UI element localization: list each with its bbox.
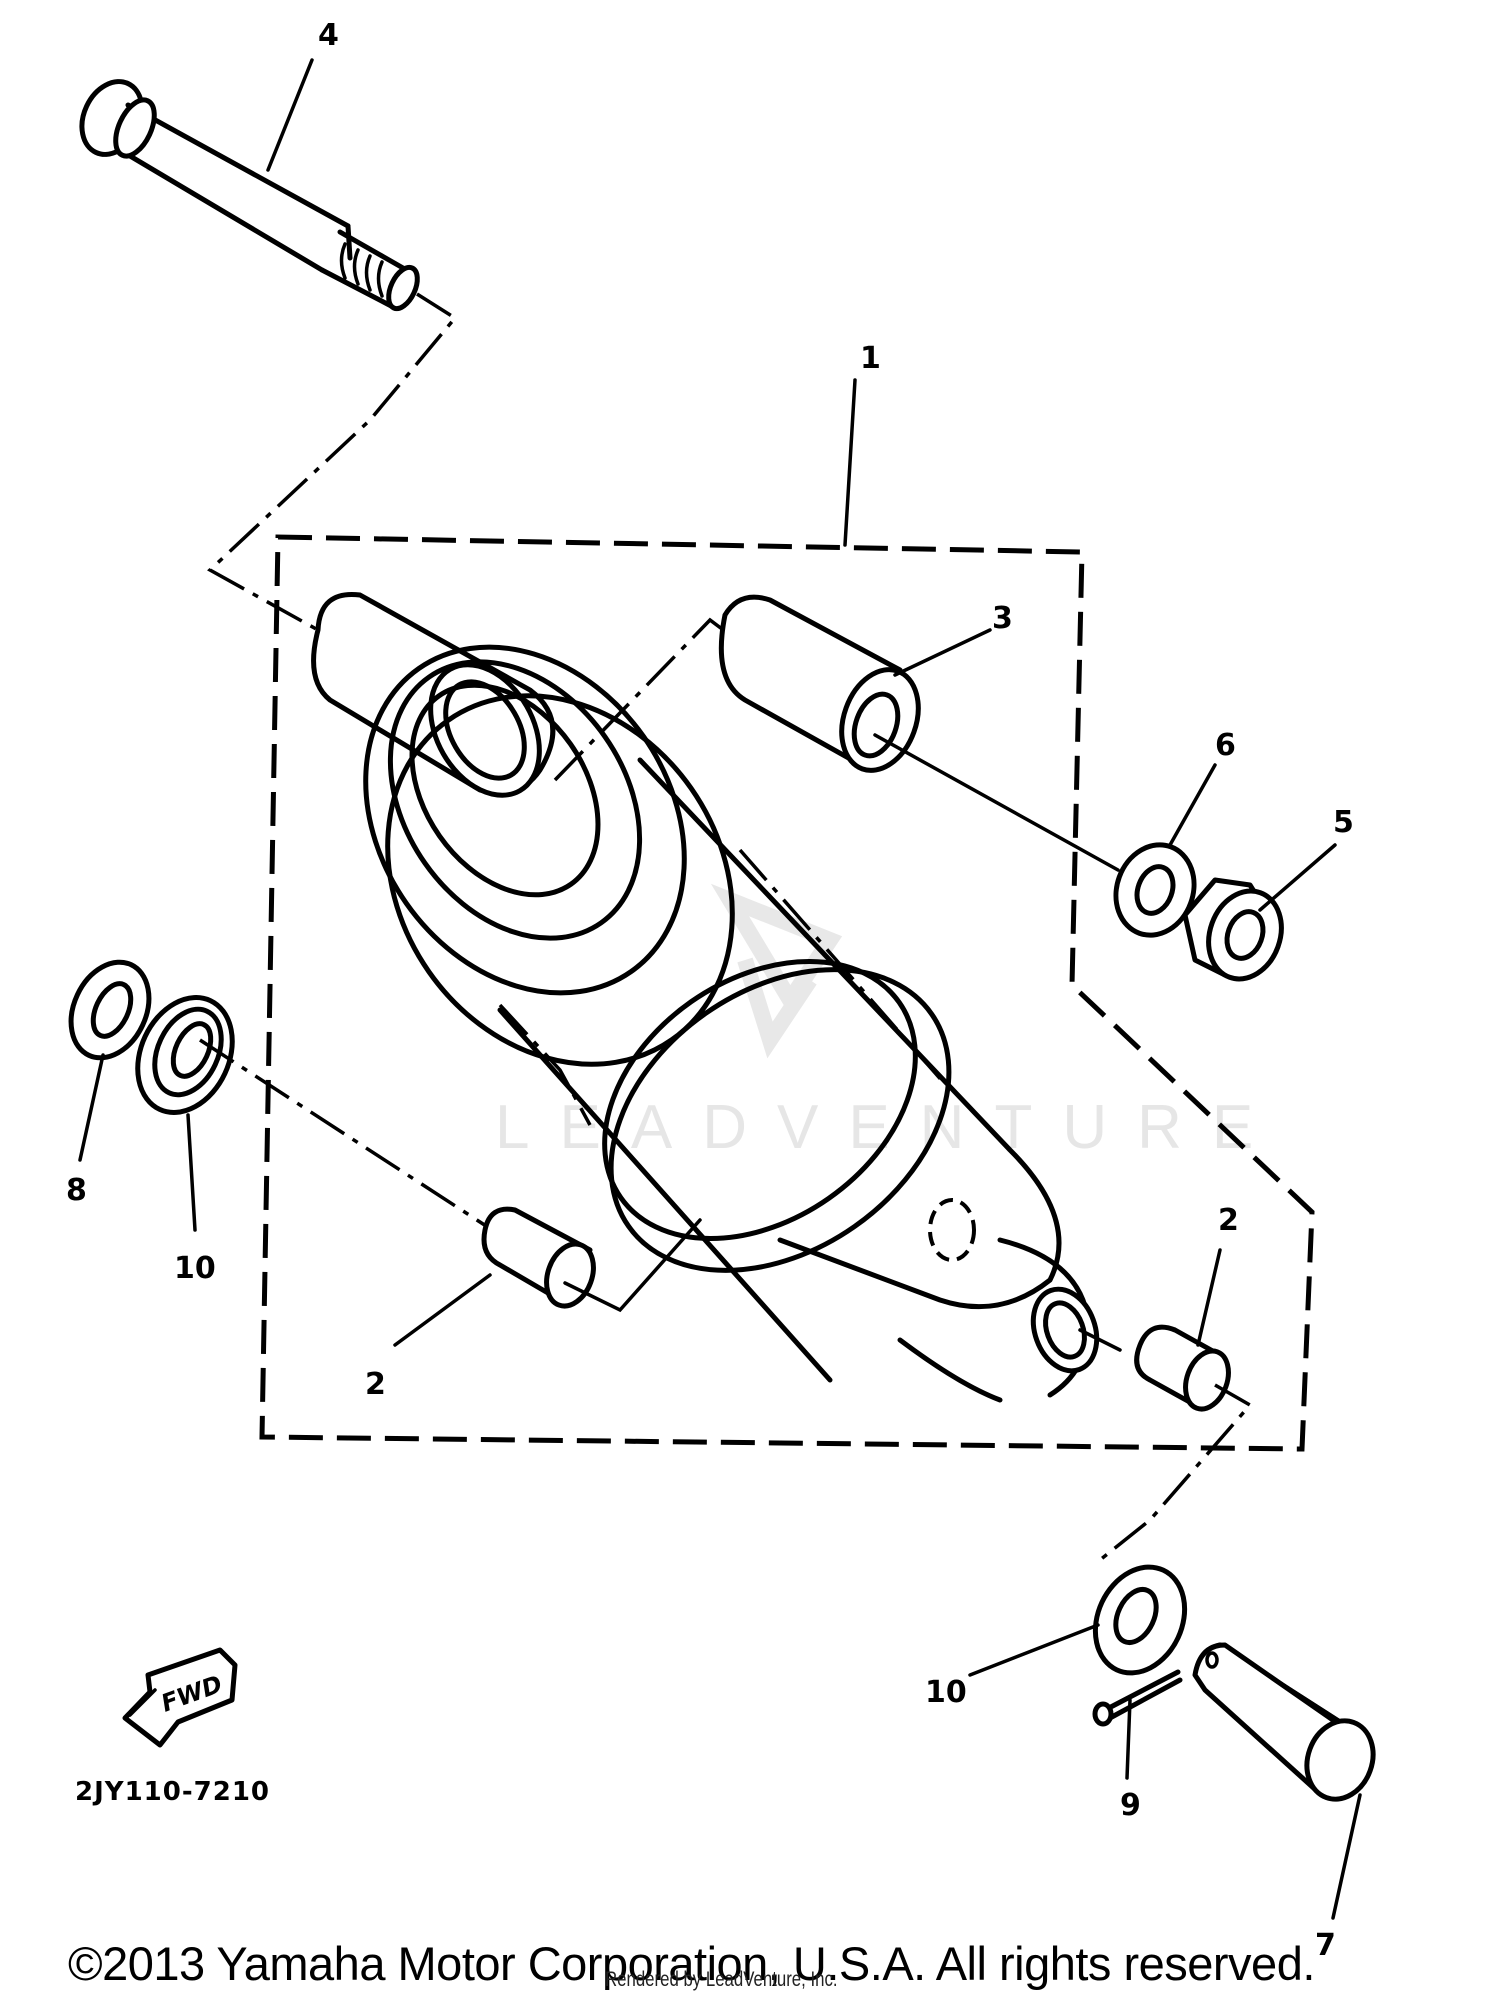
washer-part-8 (68, 959, 152, 1061)
callout-9: 9 (1120, 1788, 1141, 1823)
nut-part-5 (1182, 877, 1284, 982)
callout-1: 1 (860, 341, 881, 376)
callout-3: 3 (992, 601, 1013, 636)
washer-part-10-right (1092, 1564, 1188, 1676)
forward-direction-arrow: FWD (122, 1647, 238, 1748)
bushing-part-3 (718, 594, 1120, 872)
callout-7: 7 (1315, 1928, 1336, 1963)
bolt-part-4 (79, 79, 420, 312)
shock-absorber-body (311, 591, 1100, 1403)
callout-2-left: 2 (365, 1367, 386, 1402)
washer-part-6 (1113, 842, 1197, 938)
washer-part-10-left (135, 995, 235, 1115)
axis-line-left (199, 1038, 501, 1237)
part-code: 2JY110-7210 (75, 1777, 270, 1807)
pin-part-7 (1192, 1642, 1376, 1802)
assembly-outline (259, 534, 1315, 1452)
callout-2-right: 2 (1218, 1203, 1239, 1238)
callout-4: 4 (318, 18, 339, 53)
callout-8: 8 (66, 1173, 87, 1208)
cotter-pin-part-9 (1092, 1669, 1183, 1727)
callout-10-right: 10 (925, 1675, 967, 1710)
copyright-notice: ©2013 Yamaha Motor Corporation, U.S.A. A… (68, 1937, 1315, 1990)
leader-lines (78, 58, 1362, 1920)
axis-line-bolt (207, 292, 458, 632)
callout-5: 5 (1333, 805, 1354, 840)
bushing-part-2-left (481, 1206, 702, 1313)
callout-numbers: 4 1 3 6 5 8 10 2 2 10 9 7 (66, 18, 1354, 1963)
bushing-part-2-right (1078, 1324, 1253, 1562)
callout-10-left: 10 (174, 1251, 216, 1286)
watermark: LEADVENTURE (495, 883, 1283, 1162)
callout-6: 6 (1215, 728, 1236, 763)
watermark-text: LEADVENTURE (495, 1093, 1283, 1162)
rendered-by-credit: Rendered by LeadVenture, Inc. (605, 1968, 838, 1991)
